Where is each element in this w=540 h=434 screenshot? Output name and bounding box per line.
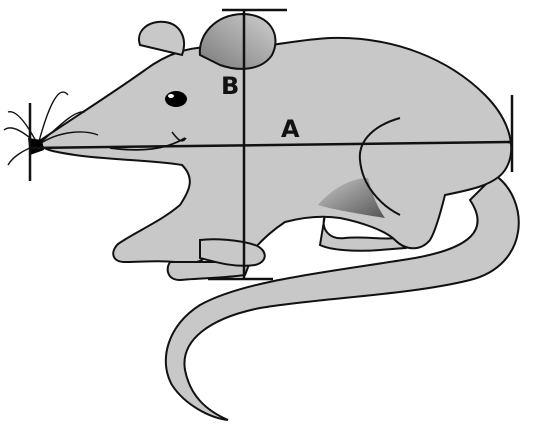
- measure-a: [28, 95, 514, 181]
- haunch-line: [358, 117, 401, 216]
- nose: [28, 138, 44, 155]
- ear-back: [138, 20, 185, 57]
- label-b: B: [221, 72, 239, 100]
- belly-shading: [318, 178, 385, 218]
- mouth-line: [109, 137, 186, 151]
- eye: [165, 91, 187, 107]
- label-a: A: [281, 115, 300, 143]
- eye-highlight: [168, 94, 174, 98]
- front-leg-front: [199, 238, 266, 267]
- ear-front: [198, 12, 277, 70]
- body: [36, 36, 513, 265]
- measure-b: [208, 8, 287, 281]
- cheek-line: [171, 131, 187, 142]
- tail: [164, 173, 520, 421]
- hind-leg-rear: [318, 214, 408, 252]
